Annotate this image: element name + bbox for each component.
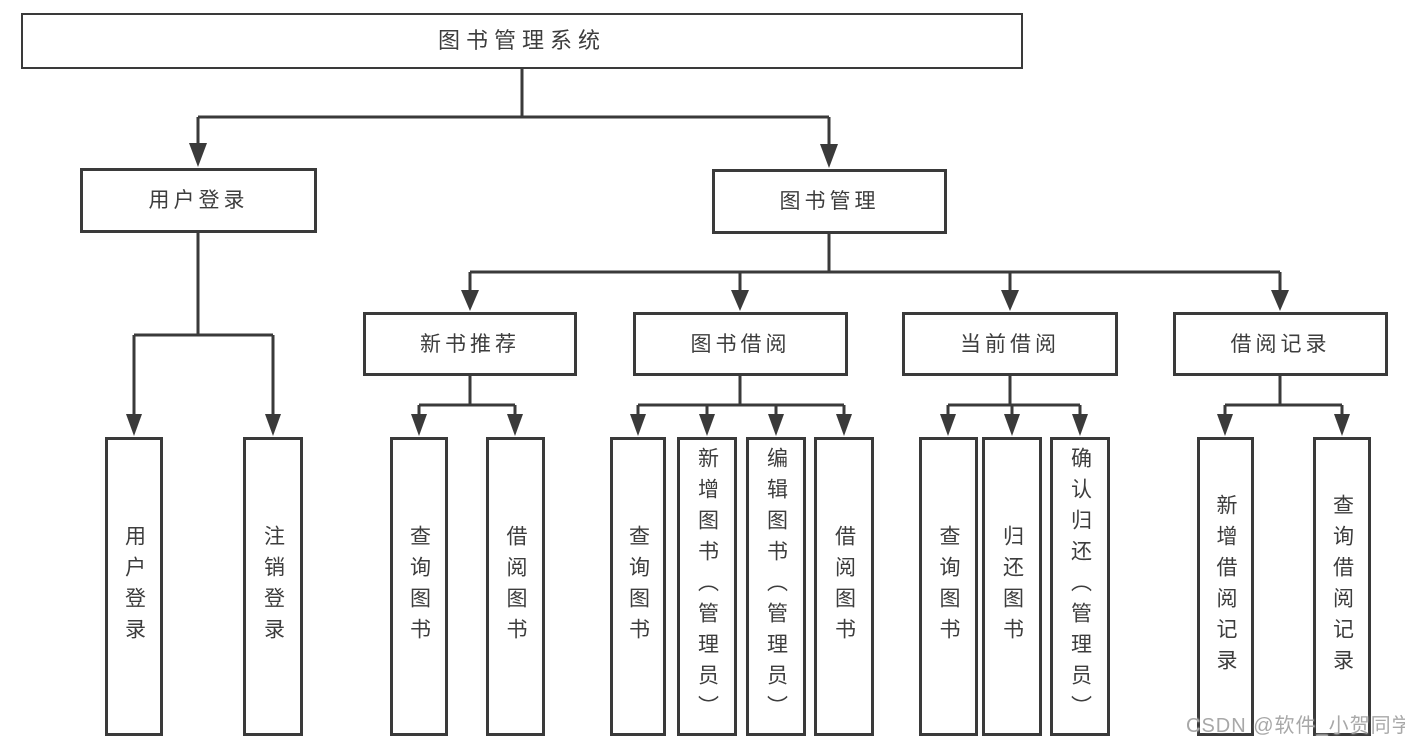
leaf-borrow-books: 借阅图书 [814, 437, 874, 736]
leaf-confirm-return-admin: 确认归还（管理员） [1050, 437, 1110, 736]
leaf-query-books-current: 查询图书 [919, 437, 978, 736]
node-book-borrowing: 图书借阅 [633, 312, 848, 376]
node-book-management: 图书管理 [712, 169, 947, 234]
node-current-borrowing: 当前借阅 [902, 312, 1118, 376]
leaf-add-books-admin: 新增图书（管理员） [677, 437, 737, 736]
leaf-query-books-recommend: 查询图书 [390, 437, 448, 736]
node-library-management-system: 图书管理系统 [21, 13, 1023, 69]
leaf-user-login: 用户登录 [105, 437, 163, 736]
node-new-book-recommendation: 新书推荐 [363, 312, 577, 376]
leaf-return-books: 归还图书 [982, 437, 1042, 736]
arrowhead-icons [126, 143, 1350, 436]
leaf-borrow-books-recommend: 借阅图书 [486, 437, 545, 736]
leaf-add-borrow-record: 新增借阅记录 [1197, 437, 1254, 736]
node-borrowing-records: 借阅记录 [1173, 312, 1388, 376]
csdn-watermark: CSDN @软件_小贺同学 [1186, 715, 1405, 737]
leaf-edit-books-admin: 编辑图书（管理员） [746, 437, 806, 736]
node-user-login: 用户登录 [80, 168, 317, 233]
leaf-query-borrow-record: 查询借阅记录 [1313, 437, 1371, 736]
leaf-logout: 注销登录 [243, 437, 303, 736]
leaf-query-books-borrow: 查询图书 [610, 437, 666, 736]
